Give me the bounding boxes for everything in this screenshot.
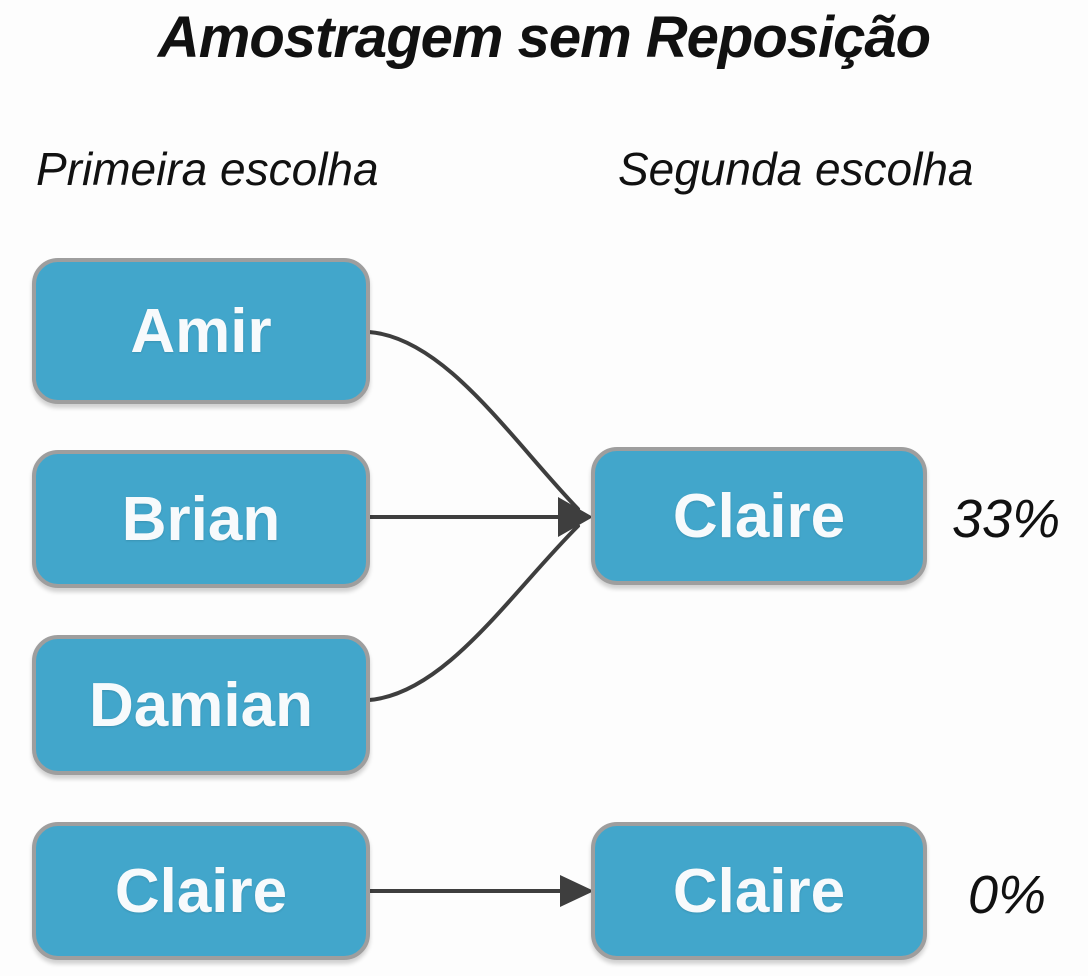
arrow-amir-to-claire — [367, 330, 580, 511]
probability-label-33: 33% — [952, 489, 1061, 549]
probability-label-0: 0% — [968, 865, 1047, 925]
arrowhead-claire-0 — [560, 875, 594, 907]
box-label-brian: Brian — [121, 484, 281, 554]
column-header-second-choice: Segunda escolha — [618, 143, 974, 195]
arrow-damian-to-claire — [367, 524, 580, 702]
box-label-amir: Amir — [130, 296, 272, 366]
first-choice-box-claire: Claire — [32, 822, 370, 960]
first-choice-box-damian: Damian — [32, 635, 370, 775]
box-label-damian: Damian — [89, 670, 313, 740]
first-choice-box-brian: Brian — [32, 450, 370, 588]
second-choice-box-claire-33: Claire — [591, 447, 927, 585]
box-label-claire: Claire — [114, 856, 288, 926]
box-label-claire-0: Claire — [672, 856, 846, 926]
first-choice-box-amir: Amir — [32, 258, 370, 404]
diagram-title: Amostragem sem Reposição — [157, 5, 931, 70]
box-label-claire-33: Claire — [672, 481, 846, 551]
arrowhead-claire-33 — [558, 497, 593, 537]
second-choice-box-claire-0: Claire — [591, 822, 927, 960]
column-header-first-choice: Primeira escolha — [36, 143, 379, 195]
